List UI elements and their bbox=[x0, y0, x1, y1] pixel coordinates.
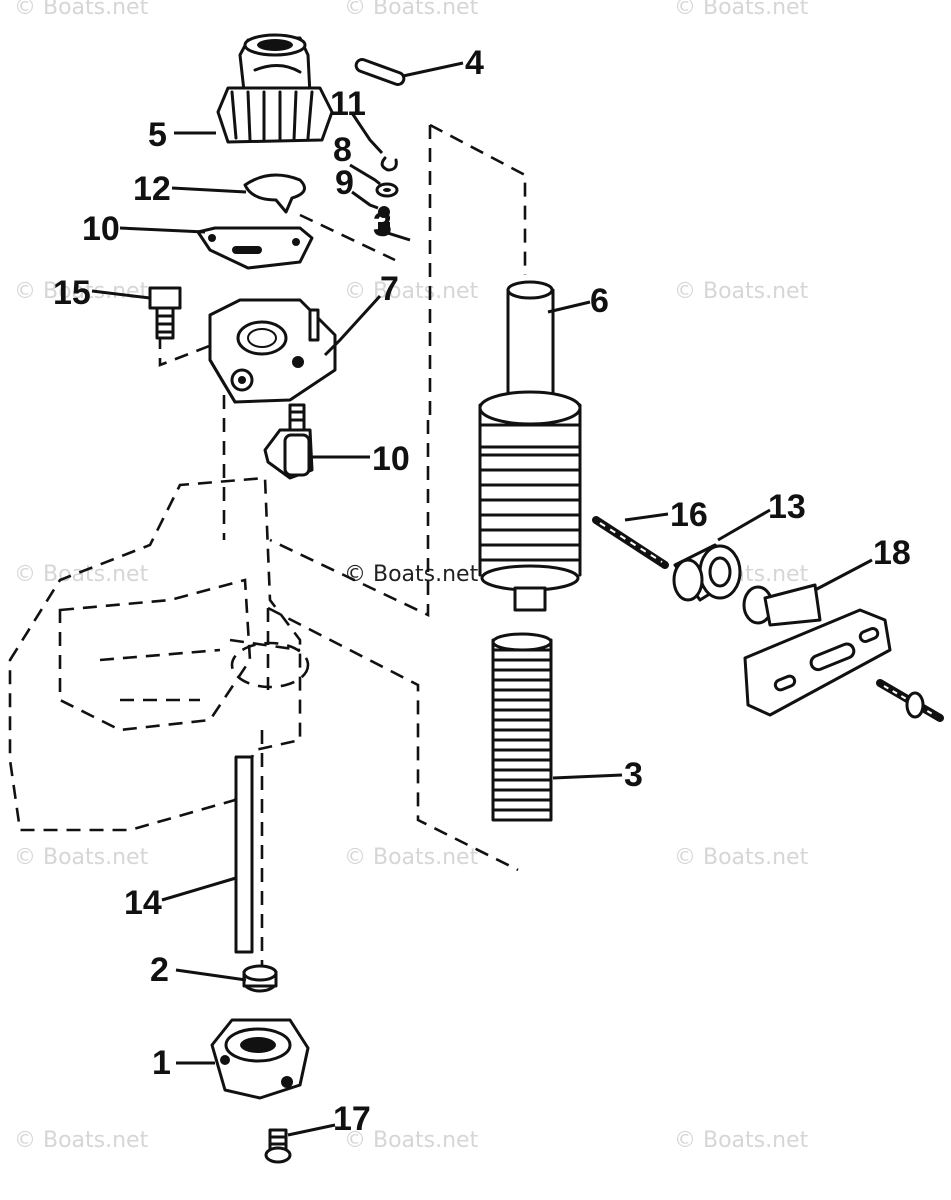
callout-14: 14 bbox=[124, 884, 162, 922]
starter-rope bbox=[592, 516, 669, 569]
watermark: © Boats.net bbox=[344, 0, 479, 20]
callout-numbers: 4 11 5 8 12 9 10 3 15 7 6 10 16 13 18 3 … bbox=[53, 44, 911, 1138]
spring-clip bbox=[243, 173, 306, 214]
callout-4: 4 bbox=[465, 44, 484, 82]
callout-18: 18 bbox=[873, 534, 911, 572]
watermark: © Boats.net bbox=[344, 845, 479, 870]
screw bbox=[264, 1128, 292, 1164]
watermark: © Boats.net bbox=[344, 1128, 479, 1153]
leader-lines bbox=[91, 61, 873, 1137]
callout-9: 9 bbox=[335, 164, 354, 202]
rope-guide bbox=[672, 543, 742, 602]
watermark: © Boats.net bbox=[674, 845, 809, 870]
bearing-mount bbox=[210, 1018, 310, 1100]
callout-15: 15 bbox=[53, 274, 91, 312]
watermark: © Boats.net bbox=[14, 279, 149, 304]
callout-2: 2 bbox=[150, 951, 169, 989]
rewind-spring bbox=[491, 632, 553, 822]
watermark: © Boats.net bbox=[344, 279, 479, 304]
watermark: © Boats.net bbox=[14, 1128, 149, 1153]
watermark: © Boats.net bbox=[674, 1128, 809, 1153]
watermark: © Boats.net bbox=[14, 562, 149, 587]
callout-16: 16 bbox=[670, 496, 708, 534]
callout-7: 7 bbox=[380, 270, 399, 308]
callout-5: 5 bbox=[148, 116, 167, 154]
lever-plate bbox=[196, 226, 314, 270]
callout-3-small: 3 bbox=[373, 206, 392, 244]
watermark: © Boats.net bbox=[674, 279, 809, 304]
callout-10-mid: 10 bbox=[372, 440, 410, 478]
callout-1: 1 bbox=[152, 1044, 171, 1082]
drive-pulley bbox=[478, 280, 582, 612]
pinion-gear bbox=[216, 33, 334, 144]
mounting-bracket bbox=[208, 298, 337, 404]
callout-6: 6 bbox=[590, 282, 609, 320]
watermark: © Boats.net bbox=[674, 0, 809, 20]
watermark-main: © Boats.net bbox=[344, 562, 479, 587]
starter-handle bbox=[742, 583, 892, 717]
bolt bbox=[148, 286, 182, 340]
watermark: © Boats.net bbox=[14, 0, 149, 20]
callout-11: 11 bbox=[330, 85, 366, 123]
callout-8: 8 bbox=[333, 131, 352, 169]
callout-17: 17 bbox=[333, 1100, 371, 1138]
bushing bbox=[242, 964, 278, 993]
rope-end bbox=[876, 679, 944, 722]
watermark: © Boats.net bbox=[14, 845, 149, 870]
callout-10-top: 10 bbox=[82, 210, 120, 248]
callout-13: 13 bbox=[768, 488, 806, 526]
small-clip-washers bbox=[375, 156, 399, 232]
assembly-guide-lines bbox=[158, 123, 527, 980]
pin bbox=[354, 58, 406, 86]
shaft-rod bbox=[234, 755, 254, 954]
callout-3: 3 bbox=[624, 756, 643, 794]
callout-12: 12 bbox=[133, 170, 171, 208]
actuator-lever bbox=[263, 403, 314, 480]
housing-outline bbox=[8, 476, 310, 832]
